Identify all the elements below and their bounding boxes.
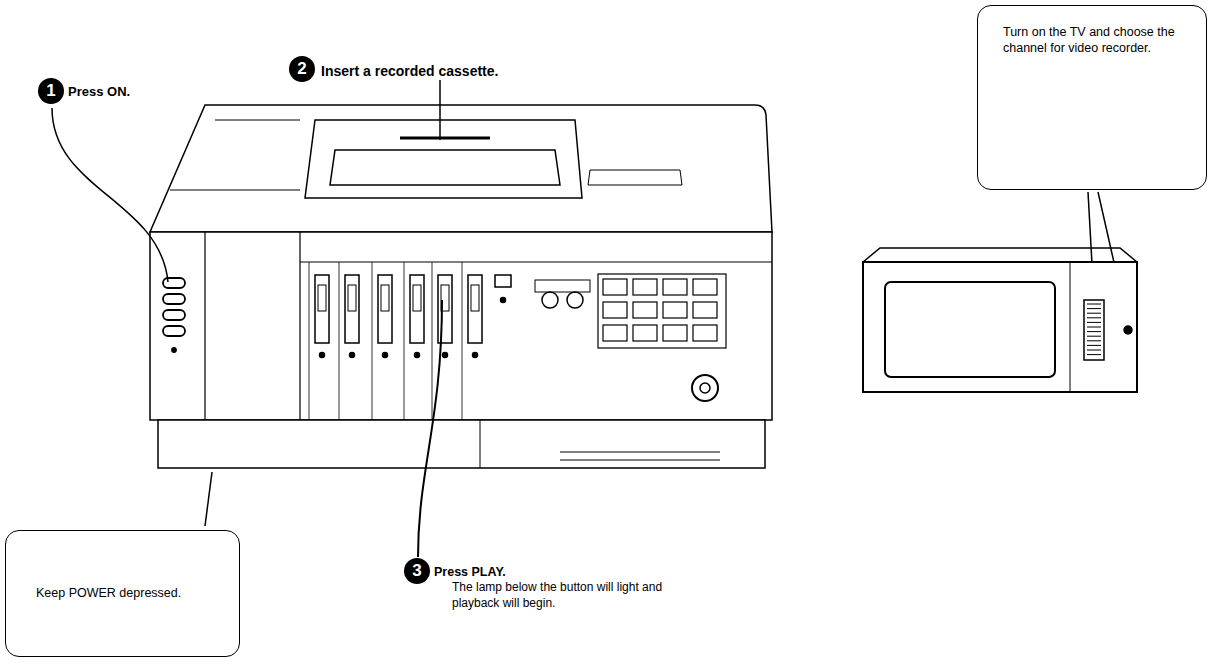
tv-top xyxy=(863,248,1137,262)
leader-line xyxy=(205,472,212,526)
knob xyxy=(692,375,718,401)
leader-line xyxy=(52,108,168,282)
callout-number: 3 xyxy=(404,558,430,584)
keypad xyxy=(598,274,726,348)
cassette-window xyxy=(330,150,560,185)
vcr-top xyxy=(150,105,772,232)
top-plate xyxy=(588,170,682,185)
callout-digit: 3 xyxy=(412,561,421,581)
note-box: Turn on the TV and choose the channel fo… xyxy=(977,5,1207,190)
leader-line xyxy=(439,80,441,140)
knob-center xyxy=(700,383,710,393)
tv-cabinet xyxy=(863,262,1137,392)
callout-digit: 2 xyxy=(297,59,306,79)
round-button xyxy=(542,292,558,308)
round-button xyxy=(567,292,583,308)
vcr-base xyxy=(158,420,765,468)
front-dividers xyxy=(205,232,772,420)
operation-keys xyxy=(309,262,511,420)
vcr-top-ridge xyxy=(170,120,300,190)
power-buttons xyxy=(163,278,185,352)
step-instruction: Insert a recorded cassette. xyxy=(321,62,581,80)
note-text: Turn on the TV and choose the channel fo… xyxy=(1003,24,1181,57)
vcr-front xyxy=(150,232,772,420)
cassette-slot xyxy=(400,137,490,140)
step-instruction: Press PLAY. xyxy=(434,564,574,580)
cassette-lid xyxy=(305,120,582,198)
step-note: The lamp below the button will light and… xyxy=(452,580,702,611)
tv-screen xyxy=(885,282,1055,377)
step-instruction: Press ON. xyxy=(68,84,208,101)
tv-knob xyxy=(1124,326,1132,334)
button-frame xyxy=(535,280,590,292)
callout-number: 1 xyxy=(38,78,64,104)
callout-number: 2 xyxy=(289,56,315,82)
channel-dial xyxy=(1084,300,1104,360)
tv-divider xyxy=(1070,262,1071,392)
callout-digit: 1 xyxy=(46,81,55,101)
note-text: Keep POWER depressed. xyxy=(36,585,181,601)
dial-ridges xyxy=(1087,304,1101,355)
base-details xyxy=(480,420,720,468)
note-box: Keep POWER depressed. xyxy=(5,530,240,657)
leader-line xyxy=(418,300,442,557)
